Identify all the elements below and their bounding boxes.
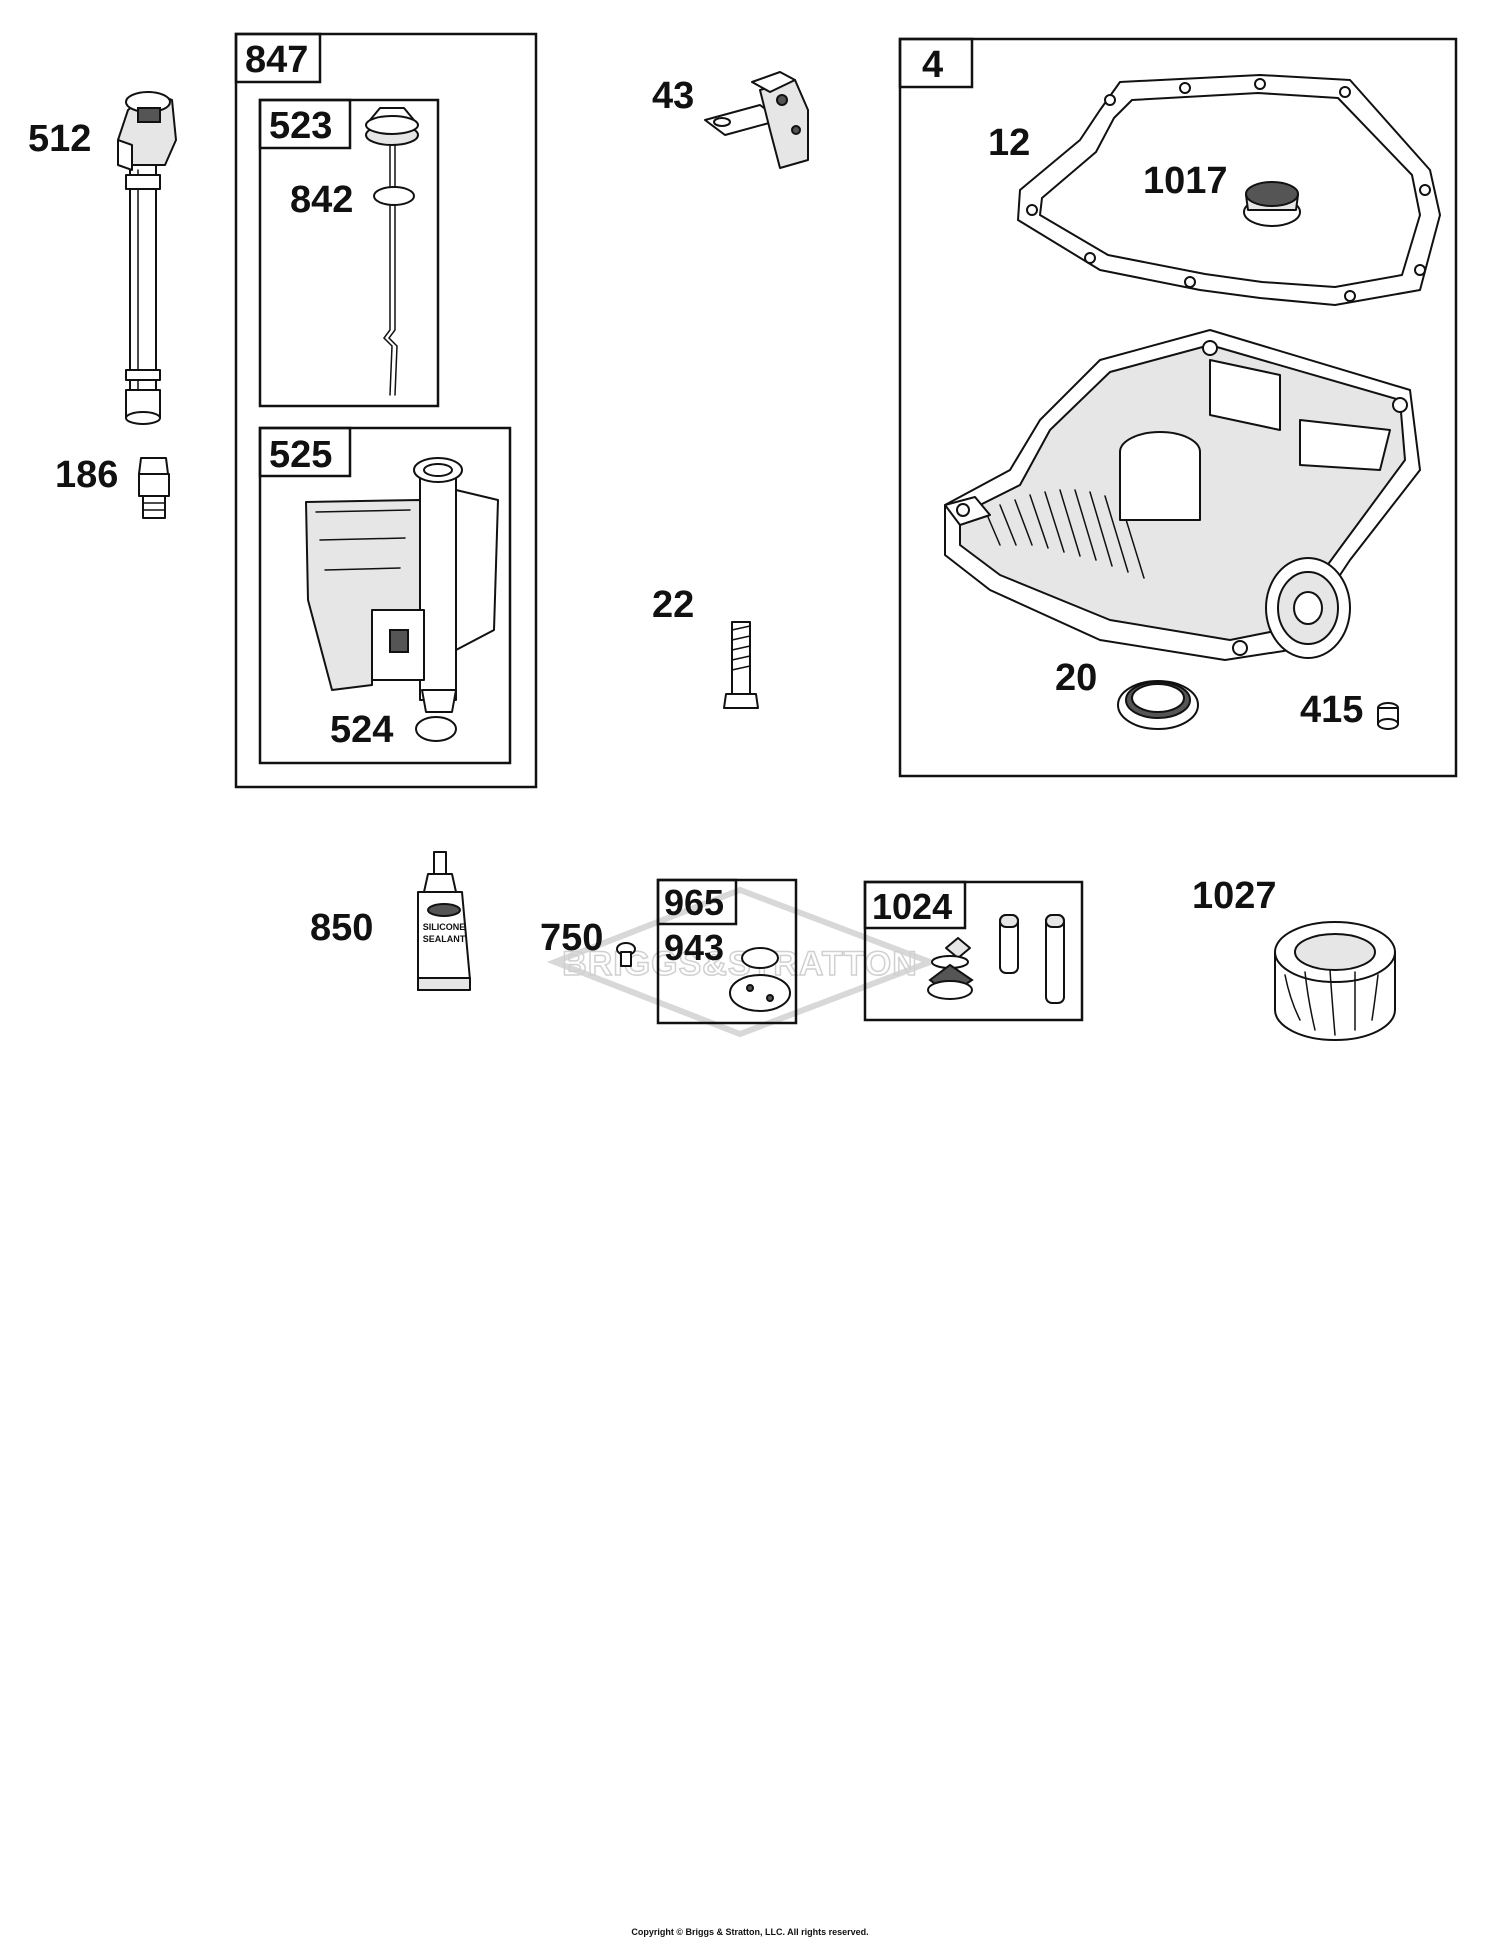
label-1027: 1027 [1192, 875, 1277, 917]
tube-label-line1: SILICONE [423, 922, 466, 932]
label-525: 525 [269, 434, 332, 476]
kit-4-tag [898, 37, 974, 89]
label-1024: 1024 [872, 886, 952, 927]
part-524-o-ring[interactable] [415, 716, 457, 742]
kit-4-box [898, 37, 1458, 778]
label-12: 12 [988, 122, 1030, 164]
label-415: 415 [1300, 689, 1363, 731]
part-43-bracket[interactable] [704, 71, 809, 169]
kit-965-tag [656, 878, 738, 926]
part-1017-screen[interactable] [1243, 181, 1301, 227]
part-523-dipstick[interactable] [365, 107, 419, 396]
label-22: 22 [652, 584, 694, 626]
label-842: 842 [290, 179, 353, 221]
part-850-sealant-tube[interactable]: SILICONE SEALANT [417, 851, 471, 991]
label-20: 20 [1055, 657, 1097, 699]
part-750-screw[interactable] [616, 942, 636, 967]
label-850: 850 [310, 907, 373, 949]
part-22-bolt[interactable] [723, 621, 759, 709]
label-847: 847 [245, 39, 308, 81]
copyright-notice: Copyright © Briggs & Stratton, LLC. All … [631, 1927, 869, 1937]
part-842-o-ring[interactable] [373, 186, 415, 206]
part-943-cover[interactable] [729, 974, 791, 1012]
part-186-fitting[interactable] [138, 457, 170, 519]
tube-label-line2: SEALANT [423, 934, 466, 944]
kit-847-tag [234, 32, 322, 84]
kit-1024-tag [863, 880, 967, 930]
label-186: 186 [55, 454, 118, 496]
kit-525-tag [258, 426, 352, 478]
label-750: 750 [540, 917, 603, 959]
label-523: 523 [269, 105, 332, 147]
label-943: 943 [664, 927, 724, 968]
part-1027-oil-filter[interactable] [1274, 921, 1396, 1041]
part-943-o-ring[interactable] [741, 947, 779, 969]
kit-1024-box [863, 880, 1084, 1022]
part-512-oil-fill-tube[interactable] [117, 91, 177, 425]
label-1017: 1017 [1143, 160, 1228, 202]
label-4: 4 [922, 44, 943, 86]
part-20-oil-seal[interactable] [1117, 680, 1199, 730]
kit-523-tag [258, 98, 352, 150]
label-43: 43 [652, 75, 694, 117]
part-1024-parts[interactable] [927, 914, 1065, 1004]
kit-525-box [258, 426, 512, 765]
part-525-dipstick-tube[interactable] [305, 457, 499, 713]
kit-847-box [234, 32, 538, 789]
label-965: 965 [664, 882, 724, 923]
label-524: 524 [330, 709, 393, 751]
part-12-gasket[interactable] [1017, 74, 1441, 306]
part-4-sump-cover[interactable] [944, 329, 1421, 661]
label-512: 512 [28, 118, 91, 160]
part-415-plug[interactable] [1377, 702, 1399, 730]
